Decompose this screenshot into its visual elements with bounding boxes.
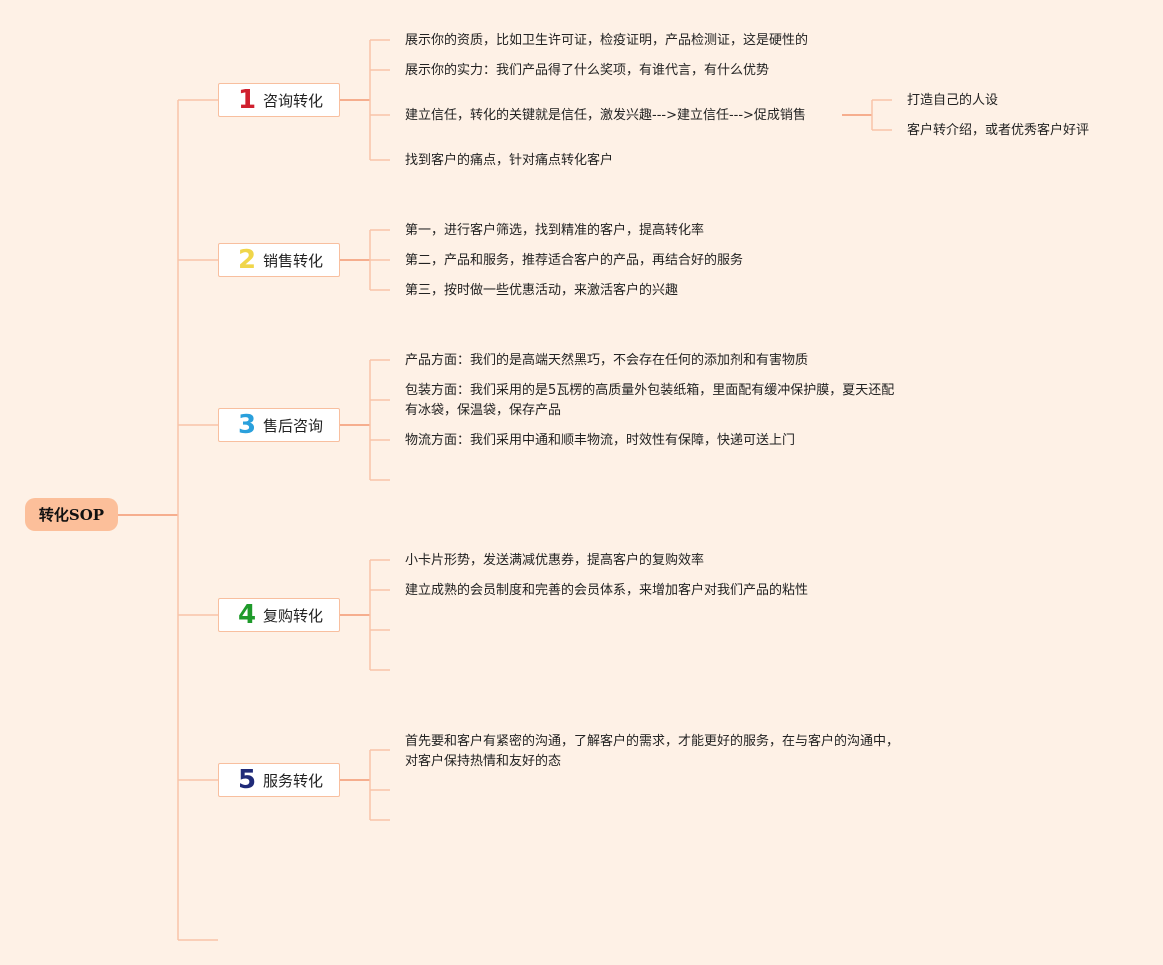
leaf-node[interactable]: 展示你的实力：我们产品得了什么奖项，有谁代言，有什么优势 — [405, 63, 770, 78]
branch-label: 售后咨询 — [263, 416, 324, 435]
leaf-node[interactable]: 小卡片形势，发送满减优惠券，提高客户的复购效率 — [405, 553, 705, 568]
number-badge-5: 5 — [237, 765, 257, 795]
branch-node-consult[interactable]: 1 咨询转化 — [218, 83, 340, 117]
root-node[interactable]: 转化SOP — [25, 498, 118, 531]
number-badge-4: 4 — [237, 600, 257, 630]
leaf-node[interactable]: 建立信任，转化的关键就是信任，激发兴趣--->建立信任--->促成销售 — [405, 108, 806, 123]
leaf-node[interactable]: 第一，进行客户筛选，找到精准的客户，提高转化率 — [405, 223, 705, 238]
branch-label: 服务转化 — [263, 771, 324, 790]
leaf-node[interactable]: 产品方面：我们的是高端天然黑巧，不会存在任何的添加剂和有害物质 — [405, 353, 809, 368]
branch-label: 咨询转化 — [263, 91, 324, 110]
branch-node-service[interactable]: 5 服务转化 — [218, 763, 340, 797]
leaf-node[interactable]: 包装方面：我们采用的是5瓦楞的高质量外包装纸箱，里面配有缓冲保护膜，夏天还配有冰… — [405, 383, 895, 418]
leaf-node[interactable]: 建立成熟的会员制度和完善的会员体系，来增加客户对我们产品的粘性 — [405, 583, 809, 598]
branch-node-aftersales[interactable]: 3 售后咨询 — [218, 408, 340, 442]
branch-label: 复购转化 — [263, 606, 324, 625]
number-badge-3: 3 — [237, 410, 257, 440]
sub-leaf-node[interactable]: 打造自己的人设 — [907, 93, 999, 108]
root-label: 转化SOP — [38, 506, 105, 524]
number-badge-1: 1 — [237, 85, 257, 115]
number-badge-2: 2 — [237, 245, 257, 275]
leaf-node[interactable]: 第二，产品和服务，推荐适合客户的产品，再结合好的服务 — [405, 253, 744, 268]
leaf-node[interactable]: 物流方面：我们采用中通和顺丰物流，时效性有保障，快递可送上门 — [405, 433, 796, 448]
leaf-node[interactable]: 第三，按时做一些优惠活动，来激活客户的兴趣 — [405, 283, 679, 298]
branch-node-sales[interactable]: 2 销售转化 — [218, 243, 340, 277]
leaf-node[interactable]: 首先要和客户有紧密的沟通，了解客户的需求，才能更好的服务，在与客户的沟通中，对客… — [405, 734, 900, 769]
sub-leaf-node[interactable]: 客户转介绍，或者优秀客户好评 — [907, 123, 1090, 138]
leaf-node[interactable]: 展示你的资质，比如卫生许可证，检疫证明，产品检测证，这是硬性的 — [405, 33, 809, 48]
branch-label: 销售转化 — [263, 251, 324, 270]
leaf-node[interactable]: 找到客户的痛点，针对痛点转化客户 — [405, 153, 614, 168]
branch-node-repurchase[interactable]: 4 复购转化 — [218, 598, 340, 632]
